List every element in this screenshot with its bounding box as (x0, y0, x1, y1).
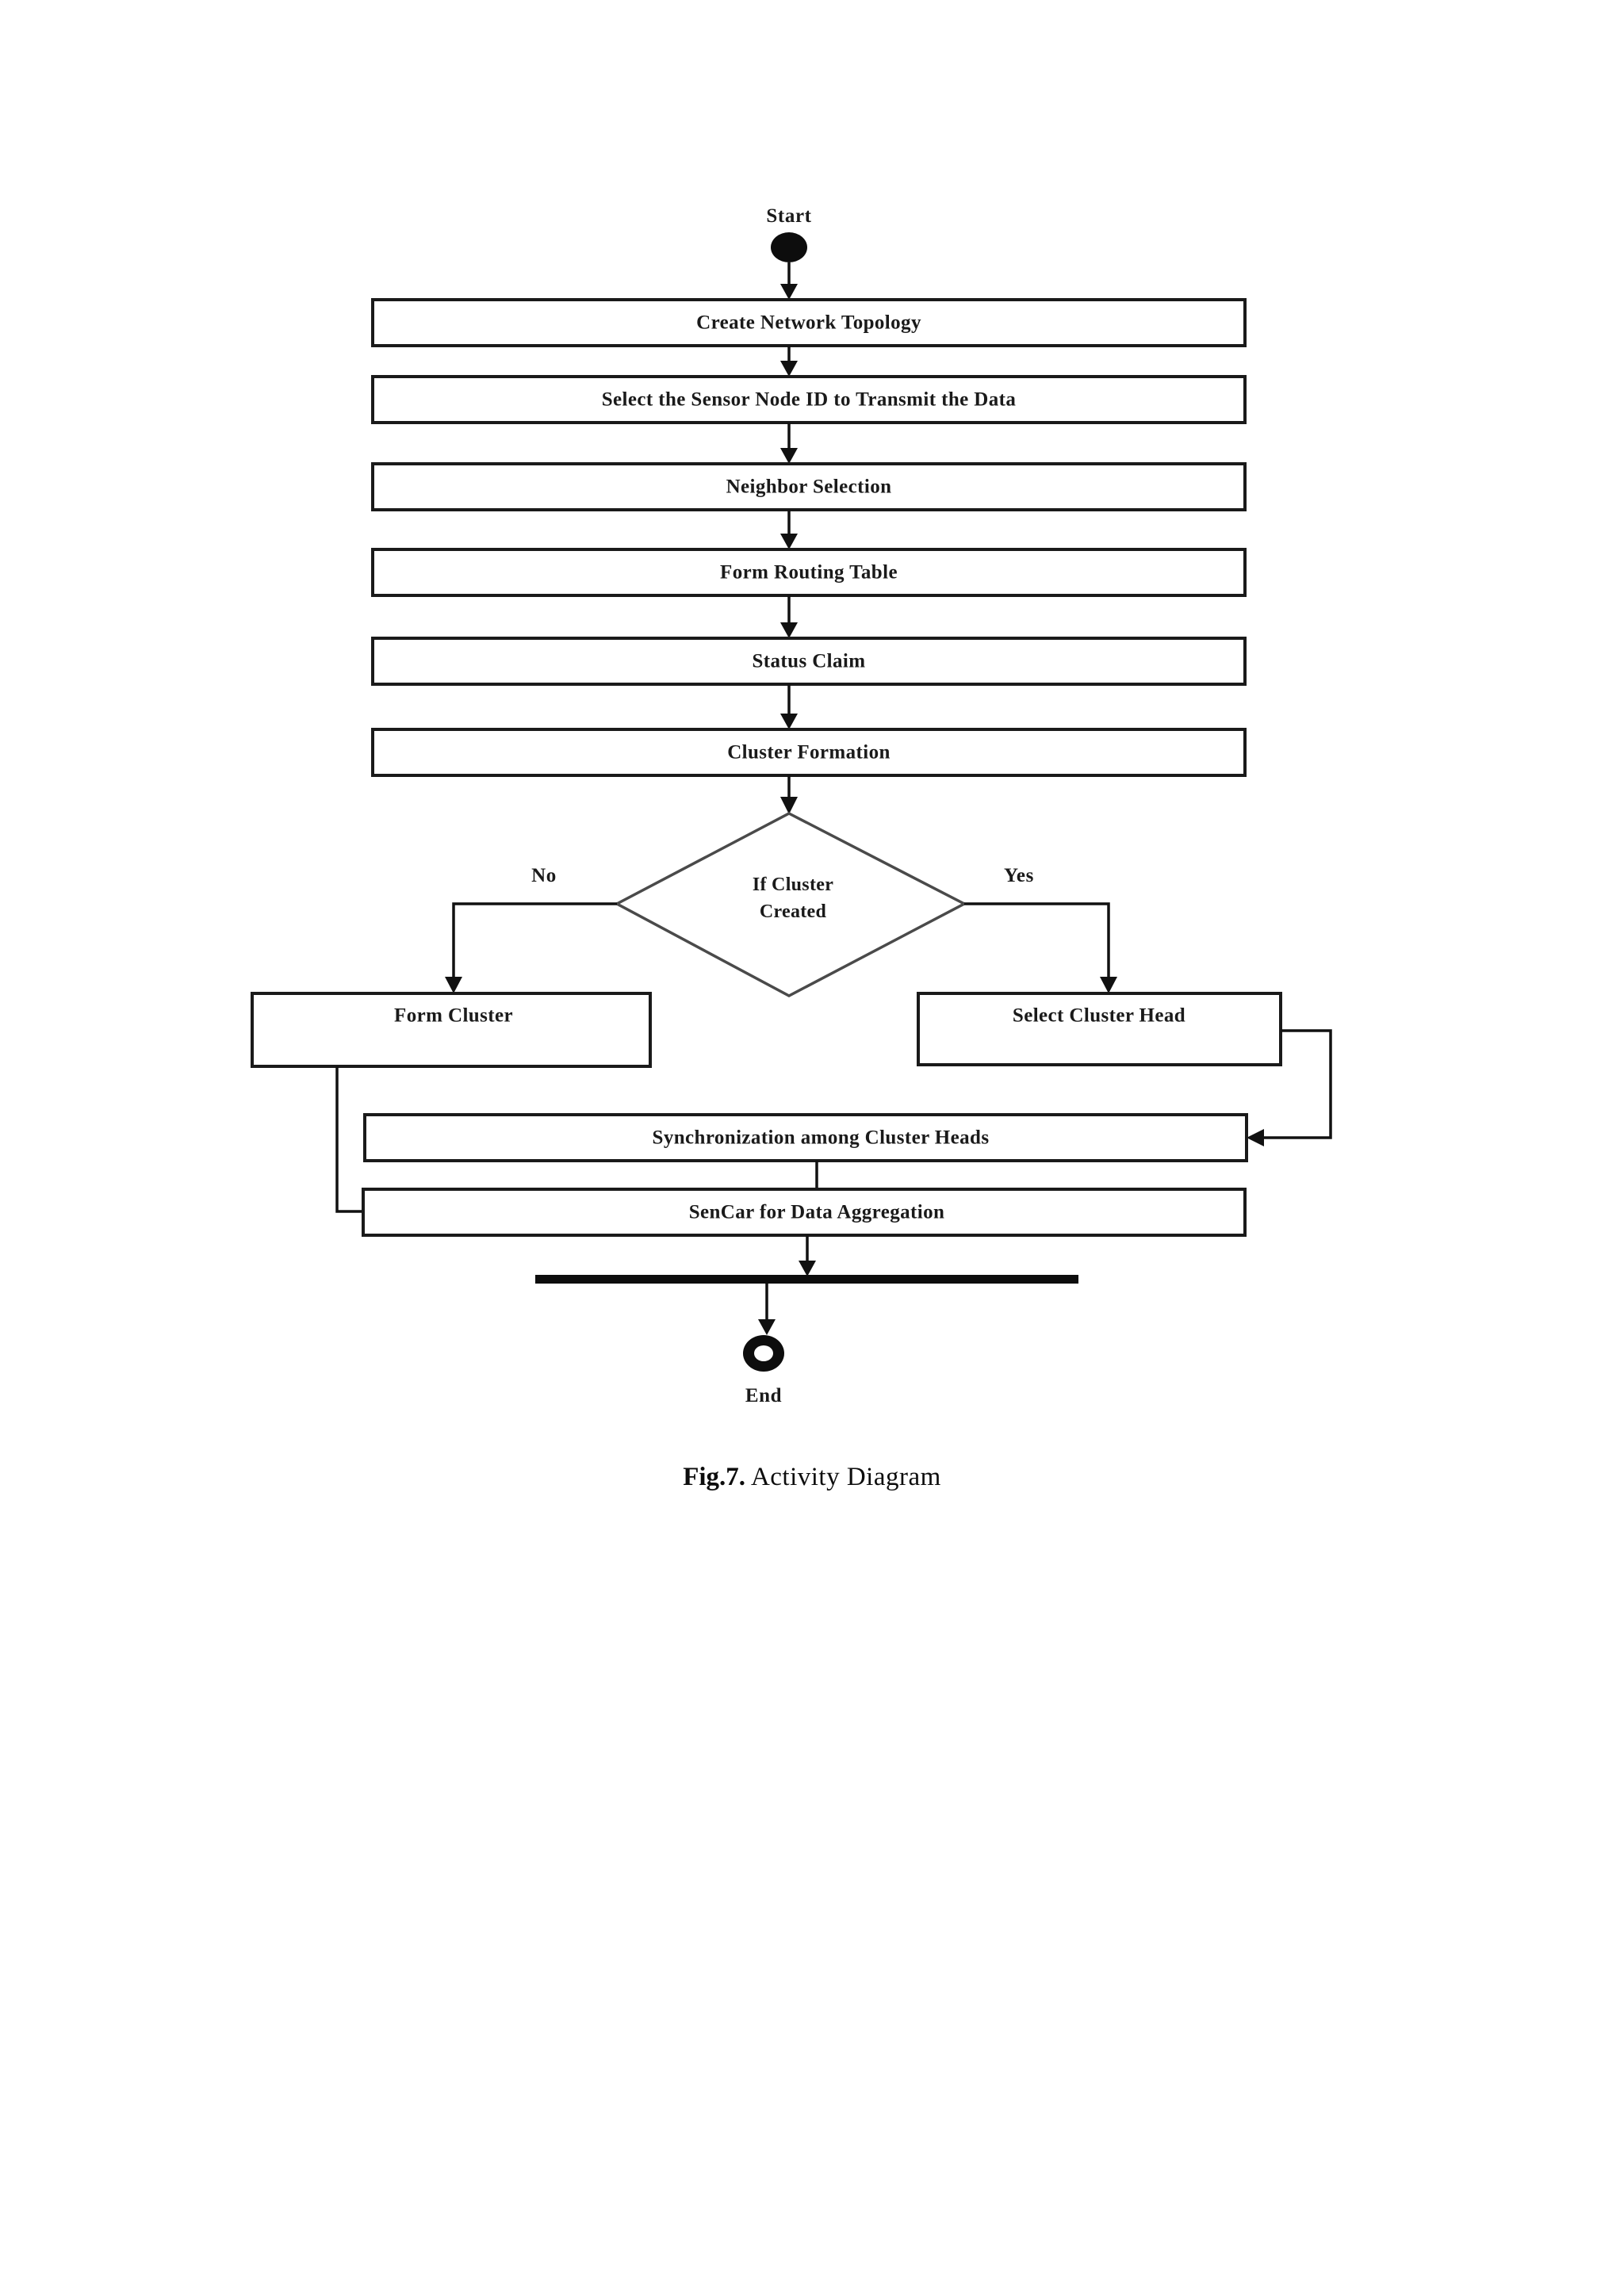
activity-box-select-cluster-head[interactable] (917, 992, 1282, 1066)
join-bar-node (535, 1275, 1078, 1284)
decision-label-line2: Created (760, 901, 827, 922)
activity-box-form-cluster[interactable] (251, 992, 652, 1068)
arrow-head-icon (799, 1261, 816, 1276)
decision-diamond-if-cluster-created[interactable] (614, 812, 967, 997)
activity-label-neighbor-selection: Neighbor Selection (726, 476, 892, 498)
decision-label-line1: If Cluster (753, 874, 833, 895)
activity-box-form-routing-table[interactable] (371, 548, 1247, 597)
activity-diagram: Start Create Network Topology Select the… (251, 205, 1332, 1406)
arrow-head-icon (780, 448, 798, 464)
arrow-head-icon (758, 1319, 776, 1335)
activity-box-synchronization-among-cluster-heads[interactable] (363, 1113, 1248, 1162)
arrow-head-icon (1100, 977, 1117, 993)
flow-yes-branch (964, 902, 1110, 983)
arrow-head-icon (780, 534, 798, 549)
end-node-inner-icon (754, 1345, 773, 1361)
activity-box-status-claim[interactable] (371, 637, 1247, 686)
activity-box-neighbor-selection[interactable] (371, 462, 1247, 511)
flow-form-cluster-to-sencar (335, 1066, 363, 1213)
end-label: End (745, 1385, 782, 1406)
arrow-head-icon (780, 714, 798, 729)
activity-label-select-sensor-node-id: Select the Sensor Node ID to Transmit th… (602, 389, 1017, 411)
activity-label-sencar-for-data-aggregation: SenCar for Data Aggregation (689, 1202, 945, 1223)
start-label: Start (766, 205, 811, 227)
activity-box-sencar-for-data-aggregation[interactable] (362, 1188, 1247, 1237)
figure-caption-prefix: Fig.7. (683, 1463, 746, 1491)
activity-label-synchronization-among-cluster-heads: Synchronization among Cluster Heads (653, 1127, 990, 1149)
figure-caption-text: Activity Diagram (745, 1463, 941, 1491)
branch-label-yes: Yes (1004, 865, 1034, 886)
start-node-icon (771, 232, 807, 262)
arrow-head-icon (445, 977, 462, 993)
activity-label-form-routing-table: Form Routing Table (720, 562, 898, 584)
flow-select-cluster-head-to-synchronization (1259, 1029, 1332, 1139)
activity-box-cluster-formation[interactable] (371, 728, 1247, 777)
activity-box-create-network-topology[interactable] (371, 298, 1247, 347)
activity-label-create-network-topology: Create Network Topology (696, 312, 921, 334)
arrow-head-icon (780, 361, 798, 377)
activity-box-select-sensor-node-id[interactable] (371, 375, 1247, 424)
branch-label-no: No (531, 865, 557, 886)
figure-caption: Fig.7. Activity Diagram (0, 1463, 1624, 1492)
flow-no-branch (452, 902, 617, 983)
arrow-head-icon (780, 797, 798, 814)
activity-label-select-cluster-head: Select Cluster Head (1013, 1005, 1185, 1027)
arrow-head-icon (1247, 1129, 1264, 1146)
arrow-head-icon (780, 622, 798, 638)
activity-label-status-claim: Status Claim (752, 651, 865, 672)
activity-label-cluster-formation: Cluster Formation (727, 742, 891, 763)
arrow-head-icon (780, 284, 798, 300)
activity-label-form-cluster: Form Cluster (394, 1005, 513, 1027)
